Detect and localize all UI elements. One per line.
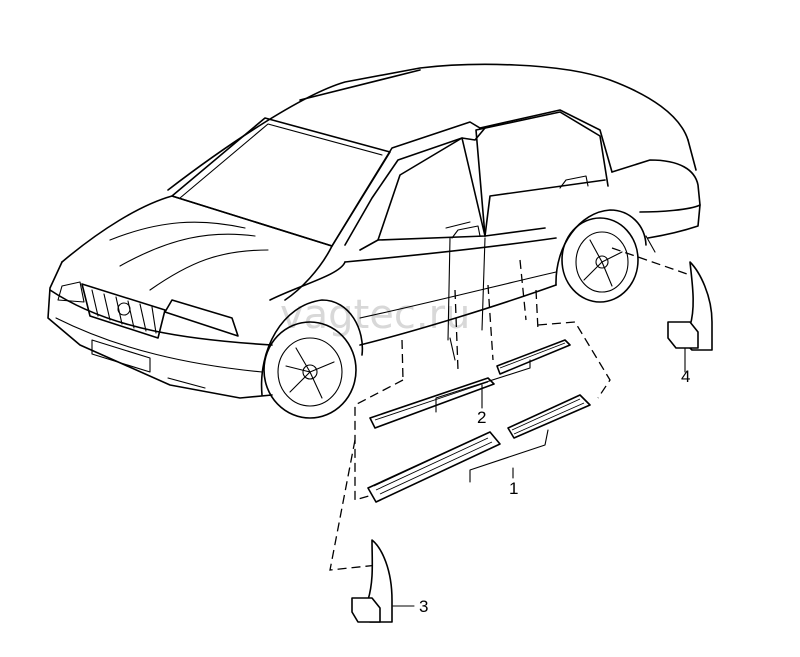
part-2-trim-strips <box>369 339 571 429</box>
callout-3: 3 <box>419 597 428 616</box>
car-body <box>47 63 701 419</box>
callout-4: 4 <box>681 367 690 386</box>
part-4-mud-flap <box>667 261 713 373</box>
part-1-sill-plates <box>367 394 591 503</box>
part-3-mud-flap <box>351 539 415 623</box>
callout-1: 1 <box>509 479 518 498</box>
callout-2: 2 <box>477 408 486 427</box>
leader-lines <box>329 247 691 571</box>
